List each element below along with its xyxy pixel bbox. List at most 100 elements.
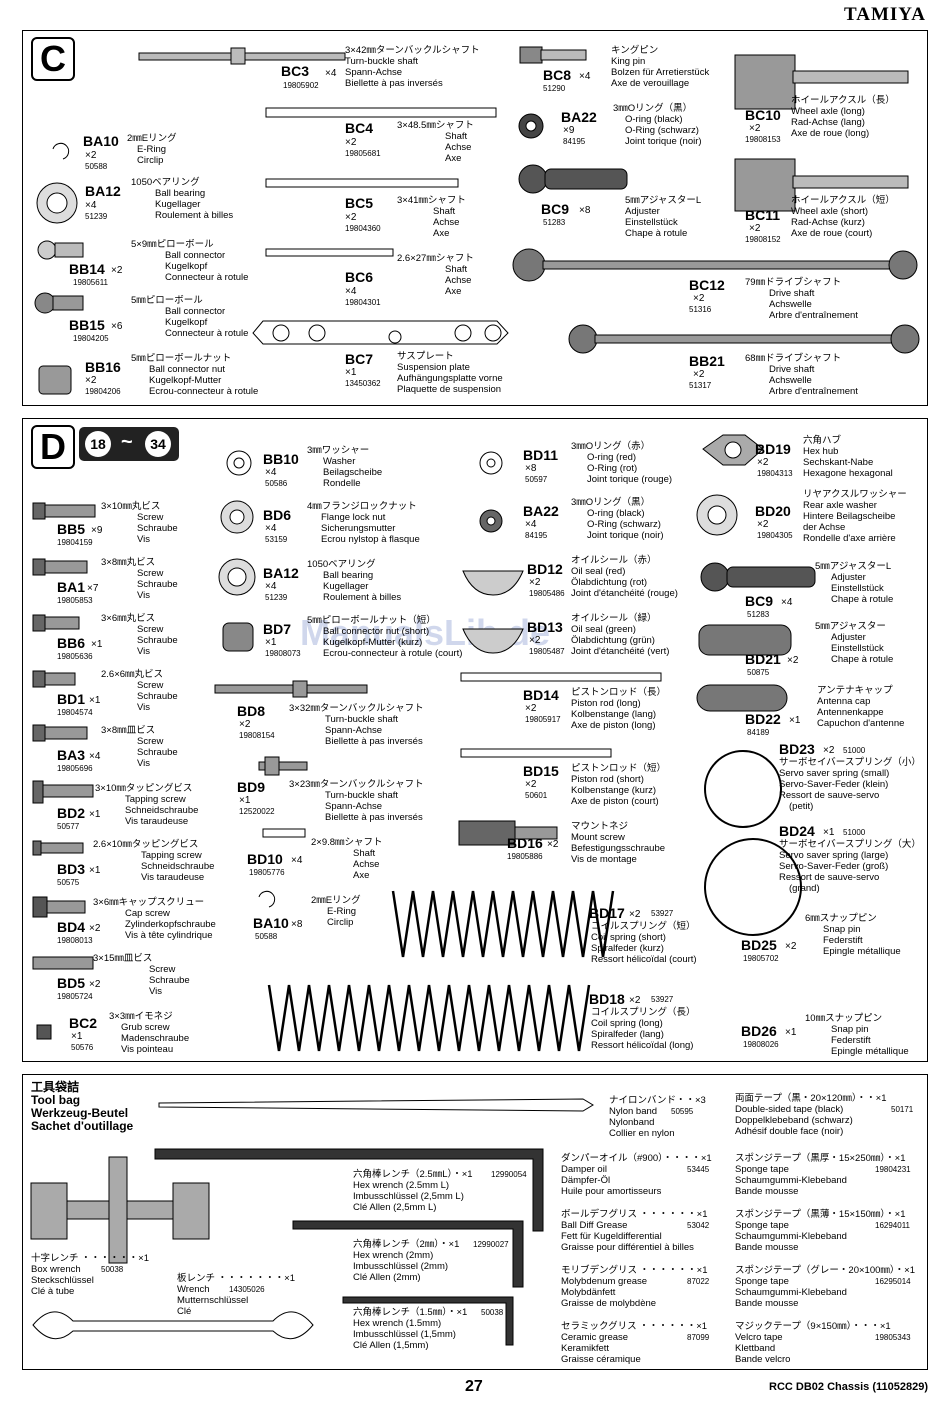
part-number: 19805853 bbox=[57, 596, 93, 605]
part-qty: ×4 bbox=[325, 68, 337, 79]
part-code: BB15 bbox=[69, 317, 105, 333]
part-number: 51290 bbox=[543, 84, 566, 93]
part-number: 13450362 bbox=[345, 379, 381, 388]
part-code: BD10 bbox=[247, 851, 283, 867]
part-number: 19804360 bbox=[345, 224, 381, 233]
part-desc: ピストンロッド（長）Piston rod (long)Kolbenstange … bbox=[571, 687, 667, 731]
part-qty: ×2 bbox=[629, 995, 641, 1006]
part-number: 50588 bbox=[255, 932, 278, 941]
part-code: BB21 bbox=[689, 353, 725, 369]
part-number: 19805611 bbox=[73, 278, 108, 287]
part-qty: ×4 bbox=[85, 200, 97, 211]
part-number: 19808026 bbox=[743, 1040, 779, 1049]
part-code: BD19 bbox=[755, 441, 791, 457]
part-code: BD3 bbox=[57, 861, 86, 877]
part-desc: 3㎜Oリング（黒）O-ring (black)O-Ring (schwarz)J… bbox=[571, 497, 664, 541]
part-desc: ホイールアクスル（長）Wheel axle (long)Rad-Achse (l… bbox=[791, 95, 895, 139]
part-number: 19805886 bbox=[507, 852, 543, 861]
part-qty: ×1 bbox=[89, 809, 101, 820]
part-code: BB14 bbox=[69, 261, 105, 277]
part-number: 19805724 bbox=[57, 992, 93, 1001]
part-number: 51283 bbox=[747, 610, 770, 619]
part-number: 19805776 bbox=[249, 868, 285, 877]
part-code: BC7 bbox=[345, 351, 374, 367]
part-number: 50577 bbox=[57, 822, 80, 831]
part-desc: コイルスプリング（短）Coil spring (short)Spiralfede… bbox=[591, 921, 697, 965]
model-name: RCC DB02 Chassis (11052829) bbox=[769, 1381, 928, 1393]
part-qty: ×8 bbox=[291, 919, 303, 930]
part-number: 50588 bbox=[85, 162, 108, 171]
part-number: 84189 bbox=[747, 728, 770, 737]
section-d-drawings bbox=[32, 434, 816, 1052]
part-number: 51283 bbox=[543, 218, 566, 227]
part-number: 19804205 bbox=[73, 334, 109, 343]
part-qty: ×4 bbox=[265, 523, 277, 534]
part-qty: ×2 bbox=[85, 375, 97, 386]
part-code: BD21 bbox=[745, 651, 781, 667]
part-qty: ×2 bbox=[749, 223, 761, 234]
part-qty: ×2 bbox=[239, 719, 251, 730]
part-qty: ×2 bbox=[525, 779, 537, 790]
part-qty: ×9 bbox=[91, 525, 103, 536]
part-number: 19805902 bbox=[283, 81, 319, 90]
part-number: 50597 bbox=[525, 475, 548, 484]
part-desc: 5㎜ピローボールナット（短）Ball connector nut (short)… bbox=[307, 615, 463, 659]
part-number: 51239 bbox=[265, 593, 288, 602]
part-number: 51316 bbox=[689, 305, 712, 314]
part-number: 19808154 bbox=[239, 731, 275, 740]
part-number: 19805487 bbox=[529, 647, 565, 656]
part-code: BD4 bbox=[57, 919, 86, 935]
part-number: 53159 bbox=[265, 535, 288, 544]
part-qty: ×1 bbox=[785, 1027, 797, 1038]
part-qty: ×2 bbox=[525, 703, 537, 714]
part-code: BD6 bbox=[263, 507, 292, 523]
part-qty: ×1 bbox=[71, 1031, 83, 1042]
step-range-badge: 18 ~ 34 bbox=[79, 427, 179, 461]
part-number: 19804206 bbox=[85, 387, 121, 396]
part-qty: ×8 bbox=[579, 205, 591, 216]
part-number: 19804301 bbox=[345, 298, 381, 307]
part-qty: ×1 bbox=[89, 865, 101, 876]
part-code: BD20 bbox=[755, 503, 791, 519]
part-number: 53927 bbox=[651, 995, 674, 1004]
part-number: 50601 bbox=[525, 791, 548, 800]
part-code: BD5 bbox=[57, 975, 86, 991]
part-number: 84195 bbox=[525, 531, 548, 540]
part-number: 19805636 bbox=[57, 652, 93, 661]
section-c-drawings bbox=[34, 46, 920, 395]
part-code: BD12 bbox=[527, 561, 563, 577]
part-number: 12520022 bbox=[239, 807, 275, 816]
part-qty: ×1 bbox=[345, 367, 357, 378]
part-code: BD25 bbox=[741, 937, 777, 953]
part-number: 51239 bbox=[85, 212, 108, 221]
section-letter: C bbox=[31, 37, 75, 81]
part-qty: ×2 bbox=[693, 293, 705, 304]
part-qty: ×1 bbox=[789, 715, 801, 726]
part-code: BA10 bbox=[253, 915, 289, 931]
part-desc: オイルシール（赤）Oil seal (red)Ölabdichtung (rot… bbox=[571, 555, 678, 599]
part-code: BB5 bbox=[57, 521, 86, 537]
